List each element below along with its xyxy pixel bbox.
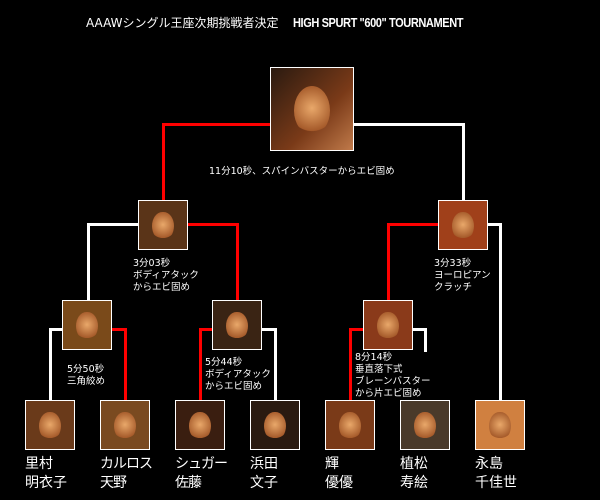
line: [49, 328, 52, 401]
entrant-photo[interactable]: [25, 400, 75, 450]
semi-left-photo[interactable]: [138, 200, 188, 250]
entrant-name: 輝 優優: [325, 456, 353, 491]
entrant-name: 植松 寿絵: [400, 456, 428, 491]
line: [187, 223, 238, 226]
entrant-name: カルロス 天野: [100, 456, 153, 491]
qf1-result: 5分50秒 三角絞め: [67, 364, 106, 387]
qf2-photo[interactable]: [212, 300, 262, 350]
line: [124, 328, 127, 401]
line: [487, 223, 502, 226]
entrant-name: 浜田 文子: [250, 456, 278, 491]
champion-photo[interactable]: [270, 67, 354, 151]
final-line-left-v: [162, 123, 165, 201]
entrant-name: 永島 千佳世: [475, 456, 517, 491]
line: [349, 328, 352, 401]
entrant-photo[interactable]: [475, 400, 525, 450]
line: [349, 328, 364, 331]
entrant-photo[interactable]: [175, 400, 225, 450]
line: [87, 223, 140, 226]
final-line-right: [352, 123, 464, 126]
line: [49, 328, 63, 331]
line: [87, 223, 90, 301]
final-result: 11分10秒、スパインバスターからエビ固め: [209, 166, 395, 177]
semi-left-result: 3分03秒 ボディアタック からエビ固め: [133, 258, 199, 293]
semi-right-photo[interactable]: [438, 200, 488, 250]
line: [499, 223, 502, 401]
title-jp: AAAWシングル王座次期挑戦者決定: [86, 16, 279, 30]
line: [110, 328, 126, 331]
semi-right-result: 3分33秒 ヨーロピアン クラッチ: [434, 258, 491, 293]
entrant-name: 里村 明衣子: [25, 456, 67, 491]
title-en: HIGH SPURT "600" TOURNAMENT: [292, 15, 464, 30]
line: [387, 223, 439, 226]
entrant-photo[interactable]: [325, 400, 375, 450]
line: [199, 328, 202, 401]
line: [387, 223, 390, 301]
entrant-photo[interactable]: [100, 400, 150, 450]
line: [199, 328, 213, 331]
entrant-name: シュガー 佐藤: [175, 456, 228, 491]
line: [411, 328, 426, 331]
entrant-photo[interactable]: [250, 400, 300, 450]
entrant-photo[interactable]: [400, 400, 450, 450]
line: [236, 223, 239, 301]
page-title: AAAWシングル王座次期挑戦者決定 HIGH SPURT "600" TOURNA…: [86, 14, 493, 31]
line: [274, 328, 277, 401]
qf1-photo[interactable]: [62, 300, 112, 350]
final-line-right-v: [462, 123, 465, 201]
qf2-result: 5分44秒 ボディアタック からエビ固め: [205, 357, 271, 392]
line: [260, 328, 276, 331]
qf3-photo[interactable]: [363, 300, 413, 350]
qf3-result: 8分14秒 垂直落下式 ブレーンバスター から片エビ固め: [355, 352, 431, 400]
final-line-left: [162, 123, 271, 126]
